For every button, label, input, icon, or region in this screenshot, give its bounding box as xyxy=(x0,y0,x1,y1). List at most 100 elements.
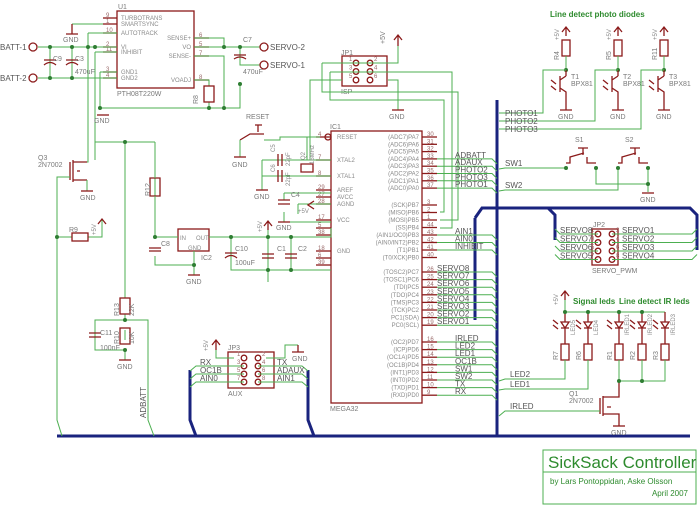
servo1-label: SERVO-1 xyxy=(270,61,306,70)
ic1-pin-num: 41 xyxy=(427,245,434,251)
jp3-right-wire xyxy=(258,365,309,372)
ic1-pin-label: (INT0)PD2 xyxy=(390,378,419,384)
ic1-pin-num: 36 xyxy=(427,176,434,182)
led-resistor-label: R7 xyxy=(553,351,560,360)
ic1-pin-num: 8 xyxy=(318,171,322,177)
c4-symbol xyxy=(278,199,315,210)
jp2-net-label: SERVO4 xyxy=(622,252,655,261)
jp1-pin-5[interactable] xyxy=(352,76,360,84)
bus-servo-right xyxy=(548,206,699,250)
ic1-pin-num: 4 xyxy=(318,132,322,138)
ic1-net-wire xyxy=(437,165,498,172)
led-label: LED4 xyxy=(594,319,600,335)
ic1-net-wire xyxy=(437,187,498,194)
ic1-net-label: RX xyxy=(455,387,467,396)
c6-value: 22pF xyxy=(286,172,292,186)
r13-value: 22K xyxy=(129,303,136,316)
c7-value: 470uF xyxy=(243,69,263,76)
led-resistor-body xyxy=(583,343,593,361)
gnd-label-switches: GND xyxy=(640,197,656,204)
led-resistor-label: R1 xyxy=(607,351,614,360)
s1-symbol[interactable] xyxy=(566,147,596,164)
ic1-pin-num: 9 xyxy=(427,390,431,396)
ic1-pin-label: (MOSI)PB5 xyxy=(388,218,419,224)
xtal-wires xyxy=(261,159,331,190)
ic1-pin-num: 34 xyxy=(427,161,434,167)
reset-label[interactable]: RESET xyxy=(246,114,270,121)
ic1-net-wire xyxy=(437,394,498,401)
q1-symbol xyxy=(599,381,620,426)
batt1-terminal[interactable] xyxy=(28,42,38,52)
ic1-pin-num: 13 xyxy=(427,360,434,366)
jp3-body xyxy=(227,351,275,389)
adbatt-net-label: ADBATT xyxy=(139,387,148,418)
ic1-net-label: SW2 xyxy=(455,372,473,381)
jp1-pin-6[interactable] xyxy=(366,76,374,84)
ic2-regulator: IN OUT GND IC2 R12 C8 GND C10 100uF C1 C… xyxy=(95,140,332,286)
ic1-pin-label: (ADC5)PA5 xyxy=(388,150,420,156)
ic1-pin-num: 11 xyxy=(427,375,434,381)
c4-label: C4 xyxy=(291,192,300,199)
ic1-pin-label: PC1(SDA) xyxy=(391,316,419,322)
ic1-net-wire xyxy=(437,364,498,371)
vcc-label-jp3: +5V xyxy=(204,340,210,351)
ic1-net-wire xyxy=(437,242,498,248)
c9-c3-symbols xyxy=(43,59,79,66)
s2-symbol[interactable] xyxy=(618,147,648,164)
ic1-net-label: TX xyxy=(455,380,466,389)
jp3-right-wire xyxy=(258,373,309,380)
jp3-net-label: AIN1 xyxy=(277,374,295,383)
jp2-right-wire xyxy=(612,237,698,243)
u1-pin-num: 11 xyxy=(106,47,113,53)
c7-symbol xyxy=(233,54,247,60)
c9-label: C9 xyxy=(53,56,62,63)
ic1-pin-num: 38 xyxy=(318,230,325,236)
jp3-pin-num: 2 xyxy=(262,352,266,358)
ic1-pin-label: (RXD)PD0 xyxy=(391,393,420,399)
vcc-arrow-photo xyxy=(561,25,571,36)
led-symbol xyxy=(575,312,594,344)
ic1-net-wire xyxy=(437,301,498,308)
jp3-pin-num: 7 xyxy=(237,376,241,382)
jp3-pin-2[interactable] xyxy=(254,354,262,362)
jp2-left-wire xyxy=(554,228,598,235)
ic1-pin-num: 33 xyxy=(427,154,434,160)
vcc-arrow-supply xyxy=(263,219,273,230)
reset-and-clock: RESET GND C5 22pF C6 22pF Q2 16MHz GND C… xyxy=(232,114,331,232)
q2-label: Q2 xyxy=(301,151,307,160)
u1-pin-num: 7 xyxy=(199,51,203,57)
ic1-pin-num: 31 xyxy=(427,139,434,145)
batt2-terminal[interactable] xyxy=(28,73,38,83)
servo2-terminal[interactable] xyxy=(259,42,269,52)
photo2-net-label: PHOTO2 xyxy=(505,117,538,126)
ic1-pin-label: VCC xyxy=(337,218,350,224)
gnd-label-q1: GND xyxy=(611,430,627,437)
r10-body xyxy=(119,327,131,345)
u1-pin-label: VI xyxy=(121,45,127,51)
reset-switch[interactable] xyxy=(239,124,264,141)
photo-resistor-label: R11 xyxy=(652,48,659,60)
u1-pin-label: VOADJ xyxy=(171,78,191,84)
servo2-label: SERVO-2 xyxy=(270,43,306,52)
ic1-pin-num: 2 xyxy=(427,208,431,214)
jp3-net-label: OC1B xyxy=(200,366,222,375)
ic1-pin-num: 42 xyxy=(427,238,434,244)
ic1-name: IC1 xyxy=(330,124,341,131)
ic1-pin-num: 16 xyxy=(427,337,434,343)
jp3-pin-1[interactable] xyxy=(240,354,248,362)
ic1-pin-label: (MISO)PB6 xyxy=(388,211,419,217)
u1-pin-label: VO xyxy=(182,45,191,51)
c8-label: C8 xyxy=(161,241,170,248)
sw1-net-label: SW1 xyxy=(505,159,523,168)
led-section: +5V Signal leds Line detect IR leds LED5… xyxy=(498,289,690,437)
phototransistor-label: T3 xyxy=(669,74,677,81)
jp2-net-label: SERVO1 xyxy=(622,226,655,235)
servo1-terminal[interactable] xyxy=(259,60,269,70)
ic1-pin-label: (ADC7)PA7 xyxy=(388,135,420,141)
led1-net-label: LED1 xyxy=(510,380,531,389)
bus-servo-left xyxy=(473,206,557,320)
u1-part: PTH08T220W xyxy=(117,91,162,98)
u1-pin-num: 10 xyxy=(106,28,113,34)
